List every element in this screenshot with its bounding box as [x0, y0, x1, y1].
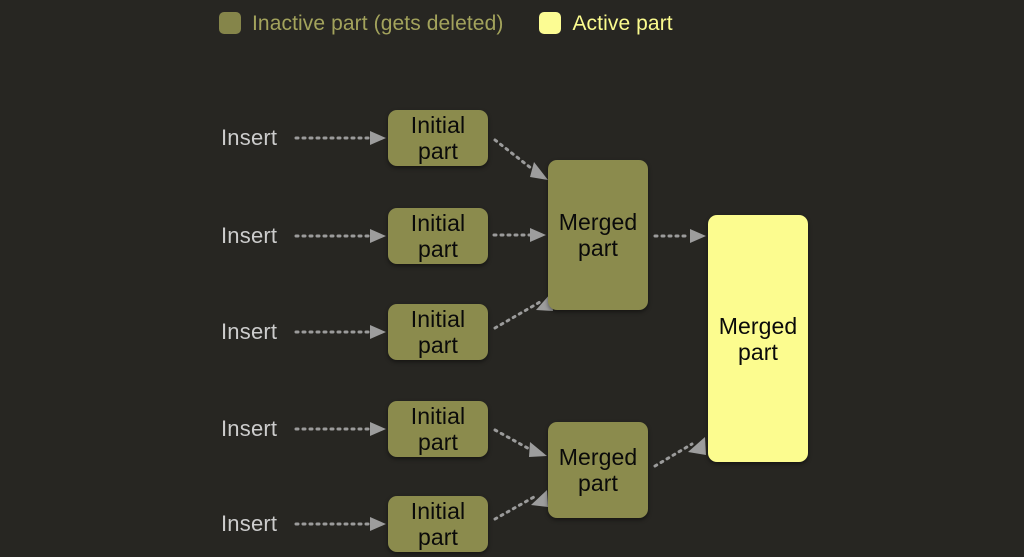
legend-item-active: Active part	[539, 11, 673, 35]
node-initial-part-4-line2: part	[417, 429, 459, 455]
edge-insert-1-to-initial-1	[294, 131, 386, 145]
edge-initial-3-to-merged-top	[493, 293, 553, 330]
node-merged-part-final-line1: Merged	[718, 312, 798, 339]
edge-insert-2-to-initial-2	[294, 229, 386, 243]
node-initial-part-5-line1: Initial	[410, 498, 466, 524]
node-merged-part-top-line2: part	[577, 235, 619, 261]
insert-label-3: Insert	[221, 319, 278, 344]
edge-insert-4-to-initial-4	[294, 422, 386, 436]
node-merged-part-bottom[interactable]: Merged part	[548, 422, 648, 518]
node-merged-part-bottom-line1: Merged	[558, 444, 638, 470]
node-initial-part-4-line1: Initial	[410, 403, 466, 429]
edge-initial-1-to-merged-top	[493, 138, 548, 180]
node-merged-part-final-line2: part	[737, 338, 779, 365]
node-initial-part-1-line1: Initial	[410, 112, 466, 138]
edge-insert-5-to-initial-5	[294, 517, 386, 531]
legend-label-inactive: Inactive part (gets deleted)	[252, 11, 504, 35]
edge-merged-top-to-merged-final	[653, 229, 706, 243]
node-initial-part-3[interactable]: Initial part	[388, 304, 488, 360]
node-initial-part-3-line2: part	[417, 332, 459, 358]
node-merged-part-top-line1: Merged	[558, 209, 638, 235]
insert-label-1: Insert	[221, 125, 278, 150]
insert-label-2: Insert	[221, 223, 278, 248]
legend-item-inactive: Inactive part (gets deleted)	[219, 12, 503, 34]
node-initial-part-3-line1: Initial	[410, 306, 466, 332]
insert-label-5: Insert	[221, 511, 278, 536]
node-initial-part-1[interactable]: Initial part	[388, 110, 488, 166]
node-initial-part-2-line1: Initial	[410, 210, 466, 236]
legend: Inactive part (gets deleted) Active part	[219, 8, 673, 38]
edge-initial-4-to-merged-bottom	[493, 428, 547, 457]
edge-initial-2-to-merged-top	[492, 228, 546, 242]
node-initial-part-4[interactable]: Initial part	[388, 401, 488, 457]
node-merged-part-final[interactable]: Merged part	[708, 215, 808, 462]
edge-insert-3-to-initial-3	[294, 325, 386, 339]
legend-label-active: Active part	[572, 11, 673, 35]
node-initial-part-1-line2: part	[417, 138, 459, 164]
insert-label-4: Insert	[221, 416, 278, 441]
edge-merged-bottom-to-merged-final	[653, 437, 706, 468]
node-merged-part-top[interactable]: Merged part	[548, 160, 648, 310]
node-initial-part-5[interactable]: Initial part	[388, 496, 488, 552]
node-initial-part-2-line2: part	[417, 236, 459, 262]
node-initial-part-5-line2: part	[417, 524, 459, 550]
node-merged-part-bottom-line2: part	[577, 470, 619, 496]
edge-initial-5-to-merged-bottom	[493, 490, 548, 521]
legend-swatch-inactive-icon	[219, 12, 241, 34]
legend-swatch-active-icon	[539, 12, 562, 34]
node-initial-part-2[interactable]: Initial part	[388, 208, 488, 264]
